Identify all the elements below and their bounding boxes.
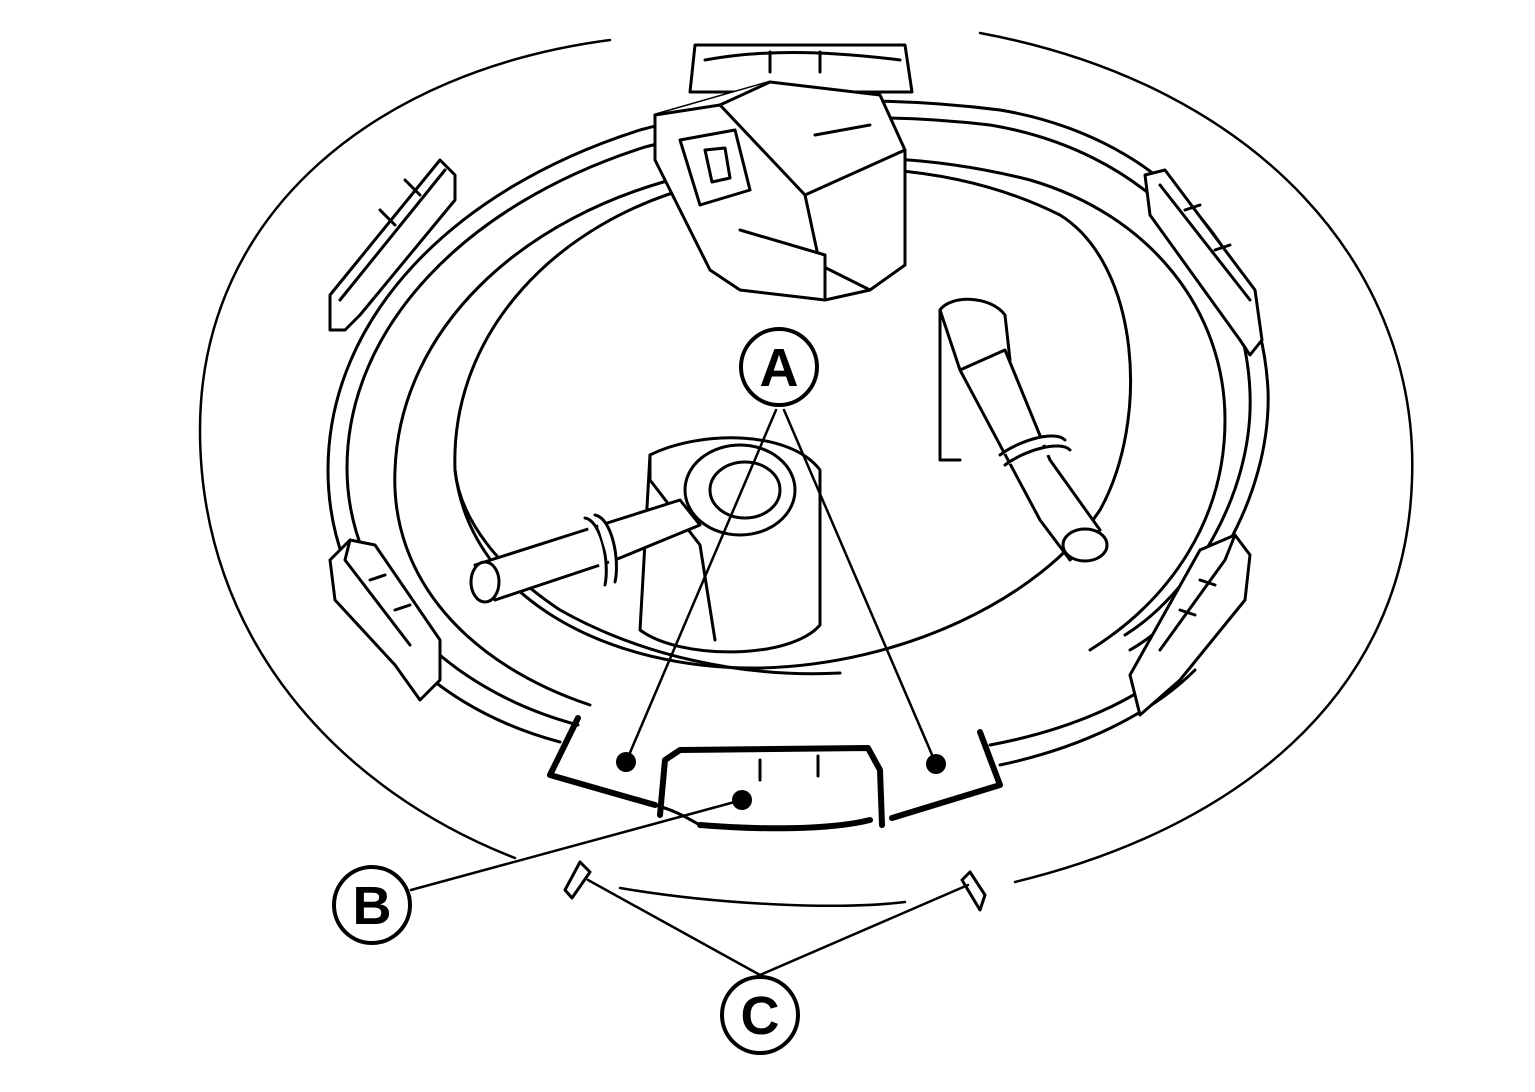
leader-c-left xyxy=(586,878,762,977)
callout-b: B xyxy=(332,865,412,945)
leader-c-right xyxy=(758,883,970,977)
tank-outer-outline xyxy=(198,31,1414,884)
leader-lines xyxy=(409,408,970,977)
callout-a: A xyxy=(739,327,819,407)
right-pin xyxy=(960,870,987,912)
callout-c-label: C xyxy=(741,986,780,1046)
right-upper-clip xyxy=(1143,168,1264,357)
fuel-return-tube xyxy=(938,297,1109,563)
right-lower-clip xyxy=(1128,533,1252,717)
locating-pins xyxy=(563,860,987,912)
left-upper-clip xyxy=(328,158,457,332)
leader-a-right xyxy=(782,408,938,766)
left-pin xyxy=(563,860,592,900)
flange-bottom-tab xyxy=(547,715,1003,832)
pin-spacing-arc xyxy=(618,886,907,907)
callout-b-label: B xyxy=(353,876,392,936)
left-lower-clip xyxy=(328,538,442,702)
leader-a-left xyxy=(624,408,778,764)
leader-b xyxy=(409,798,744,892)
electrical-connector xyxy=(653,43,914,302)
alignment-marks xyxy=(616,752,946,810)
fuel-supply-tube xyxy=(469,436,822,654)
callout-a-label: A xyxy=(760,338,799,398)
callout-c: C xyxy=(720,975,800,1055)
inner-plate xyxy=(453,166,1133,676)
